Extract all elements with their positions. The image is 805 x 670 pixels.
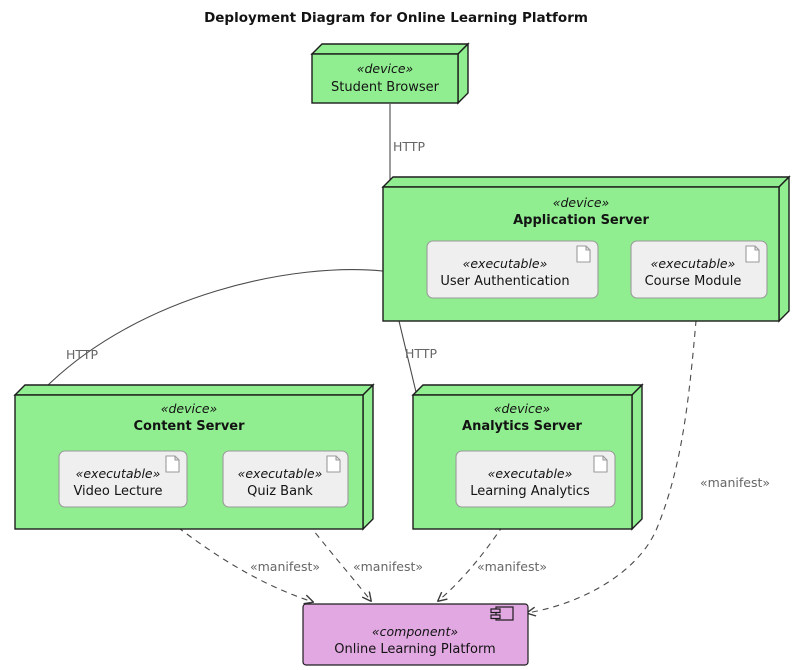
artifact-box <box>58 450 188 508</box>
artifact-stereotype: «executable» <box>76 466 161 481</box>
node-side-face <box>457 42 469 105</box>
edge-label-http-1: HTTP <box>393 139 425 154</box>
document-icon <box>745 245 760 263</box>
node-stereotype: «device» <box>357 61 414 76</box>
node-front-face <box>311 53 459 104</box>
component-icon-tab-top <box>490 608 501 614</box>
node-top-face <box>13 384 375 396</box>
artifact-name: Learning Analytics <box>470 484 590 499</box>
node-name: Analytics Server <box>462 419 583 434</box>
node-content-server: «device» Content Server «executable» Vid… <box>13 383 375 531</box>
document-icon <box>326 455 341 473</box>
artifact-stereotype: «executable» <box>488 466 573 481</box>
edge-labels: HTTP HTTP HTTP «manifest» «manifest» «ma… <box>66 139 770 574</box>
node-student-browser: «device» Student Browser <box>310 42 470 105</box>
node-name: Content Server <box>133 419 245 434</box>
node-name: Student Browser <box>331 80 440 95</box>
artifact-name: Course Module <box>645 274 742 289</box>
node-side-face <box>362 383 374 531</box>
edge-label-manifest-analytics: «manifest» <box>477 559 547 574</box>
artifact-stereotype: «executable» <box>651 256 736 271</box>
artifact-course-module: «executable» Course Module <box>630 240 768 299</box>
component-icon-tab-bottom <box>490 614 501 620</box>
node-stereotype: «device» <box>553 195 610 210</box>
component-stereotype: «component» <box>372 624 458 639</box>
node-name: Application Server <box>513 213 649 228</box>
artifact-stereotype: «executable» <box>238 466 323 481</box>
artifact-name: Video Lecture <box>73 484 162 499</box>
artifact-name: Quiz Bank <box>247 484 313 499</box>
node-stereotype: «device» <box>494 401 551 416</box>
document-icon <box>165 455 180 473</box>
artifact-learning-analytics: «executable» Learning Analytics <box>455 450 616 508</box>
edge-manifest-course <box>527 297 699 613</box>
node-stereotype: «device» <box>161 401 218 416</box>
component-online-learning-platform: «component» Online Learning Platform <box>302 603 529 666</box>
edge-http-app-analytics <box>398 320 417 393</box>
edge-label-manifest-video: «manifest» <box>250 559 320 574</box>
node-analytics-server: «device» Analytics Server «executable» L… <box>411 383 644 531</box>
document-icon <box>593 455 608 473</box>
artifact-user-authentication: «executable» User Authentication <box>426 240 599 299</box>
artifact-box <box>630 240 768 299</box>
document-icon <box>576 245 591 263</box>
artifact-box <box>222 450 349 508</box>
component-box <box>302 603 529 666</box>
component-icon <box>490 606 514 621</box>
node-application-server: «device» Application Server «executable»… <box>381 175 791 323</box>
node-side-face <box>631 383 643 531</box>
edge-http-app-content <box>44 269 384 389</box>
node-top-face <box>411 384 644 396</box>
artifact-quiz-bank: «executable» Quiz Bank <box>222 450 349 508</box>
component-name: Online Learning Platform <box>334 642 495 657</box>
node-top-face <box>381 176 791 188</box>
edge-label-manifest-course: «manifest» <box>700 475 770 490</box>
artifact-video-lecture: «executable» Video Lecture <box>58 450 188 508</box>
diagram-title: Deployment Diagram for Online Learning P… <box>204 10 588 26</box>
edge-label-http-3: HTTP <box>405 346 437 361</box>
edge-label-http-2: HTTP <box>66 347 98 362</box>
artifact-name: User Authentication <box>440 274 569 289</box>
artifact-box <box>455 450 616 508</box>
edge-label-manifest-quiz: «manifest» <box>353 559 423 574</box>
node-top-face <box>310 43 470 55</box>
artifact-stereotype: «executable» <box>463 256 548 271</box>
artifact-box <box>426 240 599 299</box>
node-side-face <box>778 175 790 323</box>
